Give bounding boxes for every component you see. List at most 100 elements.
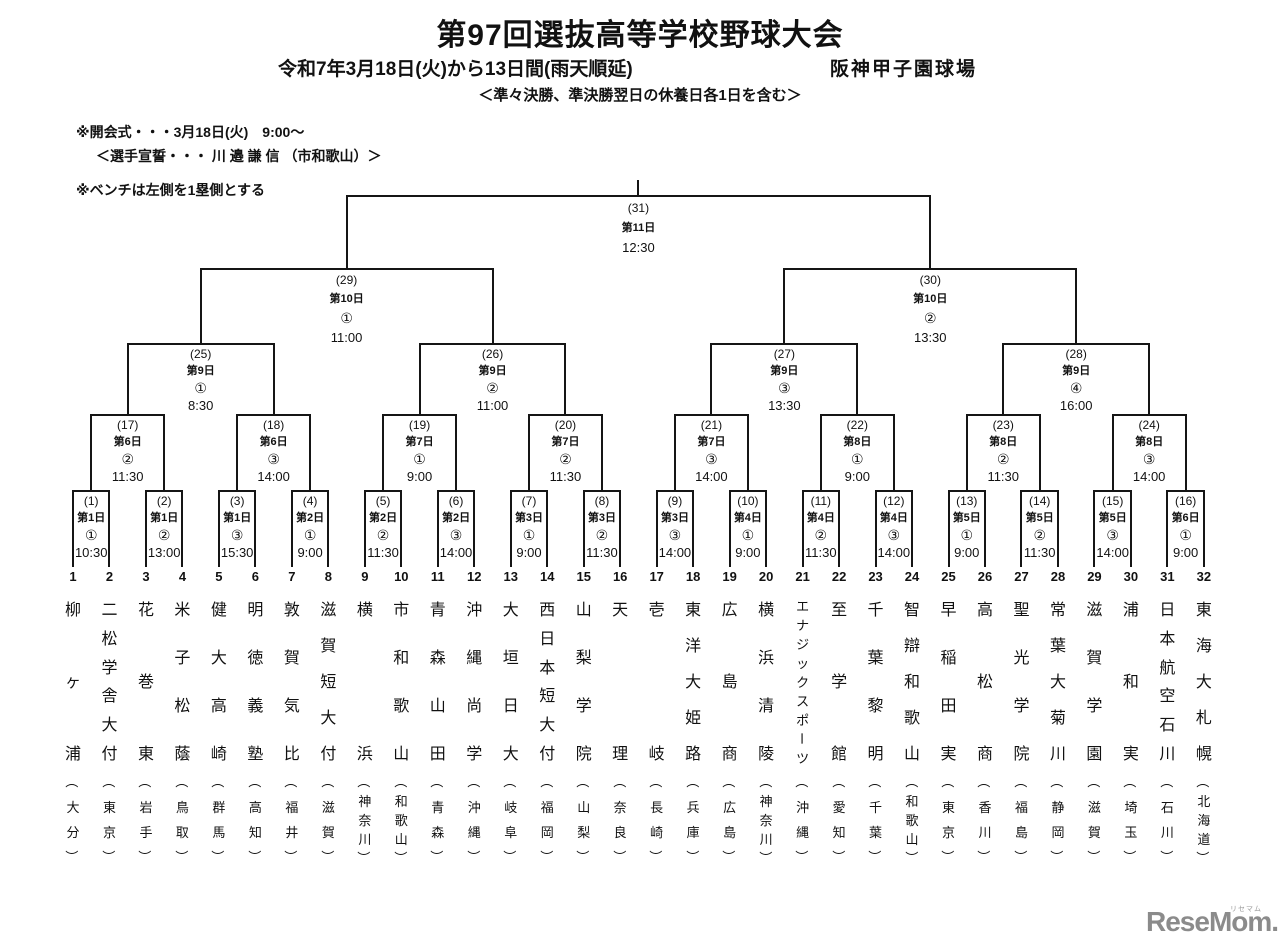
match-time: 11:30 bbox=[549, 469, 582, 484]
match-number: (9) bbox=[667, 494, 683, 508]
team-prefecture: （福岡） bbox=[538, 774, 554, 864]
match-day: 第8日 bbox=[989, 436, 1018, 448]
team-name: 浦和実 bbox=[1122, 602, 1139, 763]
match-game-number: ③ bbox=[230, 527, 244, 543]
team-number: 5 bbox=[215, 569, 223, 584]
match-number: (10) bbox=[737, 494, 759, 508]
bracket-line bbox=[1038, 414, 1041, 492]
match-number: (20) bbox=[554, 418, 577, 432]
match-time: 11:30 bbox=[987, 469, 1020, 484]
team-name: 東洋大姫路 bbox=[685, 602, 702, 763]
bracket-line bbox=[1148, 343, 1151, 416]
match-number: (21) bbox=[700, 418, 723, 432]
match-day: 第4日 bbox=[733, 512, 762, 524]
team-number: 4 bbox=[178, 569, 187, 584]
match-game-number: ① bbox=[340, 310, 353, 326]
match-number: (13) bbox=[956, 494, 978, 508]
match-number: (12) bbox=[883, 494, 905, 508]
team-number: 26 bbox=[977, 569, 993, 584]
match-number: (19) bbox=[408, 418, 431, 432]
match-number: (15) bbox=[1102, 494, 1124, 508]
team-name: 西日本短大付 bbox=[539, 602, 556, 763]
bracket-line bbox=[1002, 343, 1005, 416]
team-prefecture: （滋賀） bbox=[1085, 774, 1101, 864]
bracket-line bbox=[546, 490, 549, 567]
bracket-line bbox=[965, 414, 968, 492]
team-name: 千葉黎明 bbox=[867, 602, 884, 763]
team-number: 32 bbox=[1196, 569, 1212, 584]
match-time: 14:00 bbox=[695, 469, 728, 484]
match-number: (11) bbox=[810, 494, 832, 508]
match-game-number: ① bbox=[960, 527, 974, 543]
team-prefecture: （千葉） bbox=[867, 774, 883, 864]
match-game-number: ① bbox=[1179, 527, 1192, 543]
match-time: 11:00 bbox=[330, 330, 363, 345]
team-name: 滋賀学園 bbox=[1086, 602, 1103, 763]
team-name: 聖光学院 bbox=[1013, 602, 1030, 763]
match-time: 14:00 bbox=[1096, 545, 1129, 560]
bracket-line bbox=[181, 490, 184, 567]
match-time: 14:00 bbox=[658, 545, 692, 560]
team-name: 山梨学院 bbox=[575, 602, 592, 763]
team-name: 滋賀短大付 bbox=[320, 602, 337, 763]
match-day: 第1日 bbox=[223, 512, 252, 524]
match-number: (28) bbox=[1065, 347, 1087, 361]
match-number: (27) bbox=[773, 347, 796, 361]
bracket-line bbox=[765, 490, 768, 567]
match-number: (3) bbox=[229, 494, 245, 508]
bracket-line bbox=[418, 343, 421, 416]
team-name: 大垣日大 bbox=[502, 602, 519, 763]
match-game-number: ① bbox=[851, 451, 864, 467]
match-game-number: ③ bbox=[668, 527, 682, 543]
bracket-line bbox=[473, 490, 476, 567]
bracket-line bbox=[1093, 490, 1096, 567]
bracket-line bbox=[363, 490, 366, 567]
match-time: 11:30 bbox=[805, 545, 837, 560]
match-time: 13:30 bbox=[913, 330, 947, 345]
team-prefecture: （東京） bbox=[940, 774, 956, 864]
team-name: 天理 bbox=[612, 602, 629, 763]
team-name: 横浜清陵 bbox=[758, 602, 775, 763]
bracket-line bbox=[144, 490, 147, 567]
match-day: 第9日 bbox=[186, 365, 215, 377]
match-game-number: ① bbox=[84, 527, 98, 543]
match-day: 第7日 bbox=[697, 436, 726, 448]
match-day: 第5日 bbox=[1098, 512, 1127, 524]
match-time: 9:00 bbox=[406, 469, 433, 484]
team-prefecture: （沖縄） bbox=[465, 774, 481, 864]
team-prefecture: （滋賀） bbox=[319, 774, 335, 864]
match-day: 第4日 bbox=[879, 512, 908, 524]
match-game-number: ③ bbox=[1106, 527, 1119, 543]
team-name: 花巻東 bbox=[137, 602, 154, 763]
match-number: (24) bbox=[1138, 418, 1160, 432]
team-name: 青森山田 bbox=[429, 602, 446, 763]
match-day: 第8日 bbox=[843, 436, 872, 448]
match-number: (30) bbox=[919, 273, 941, 287]
match-game-number: ④ bbox=[1069, 380, 1083, 396]
bracket-line bbox=[236, 414, 239, 492]
team-name: 壱岐 bbox=[648, 602, 665, 763]
bracket-line bbox=[254, 490, 257, 567]
match-game-number: ② bbox=[814, 527, 828, 543]
match-time: 15:30 bbox=[220, 545, 254, 560]
match-number: (8) bbox=[594, 494, 610, 508]
